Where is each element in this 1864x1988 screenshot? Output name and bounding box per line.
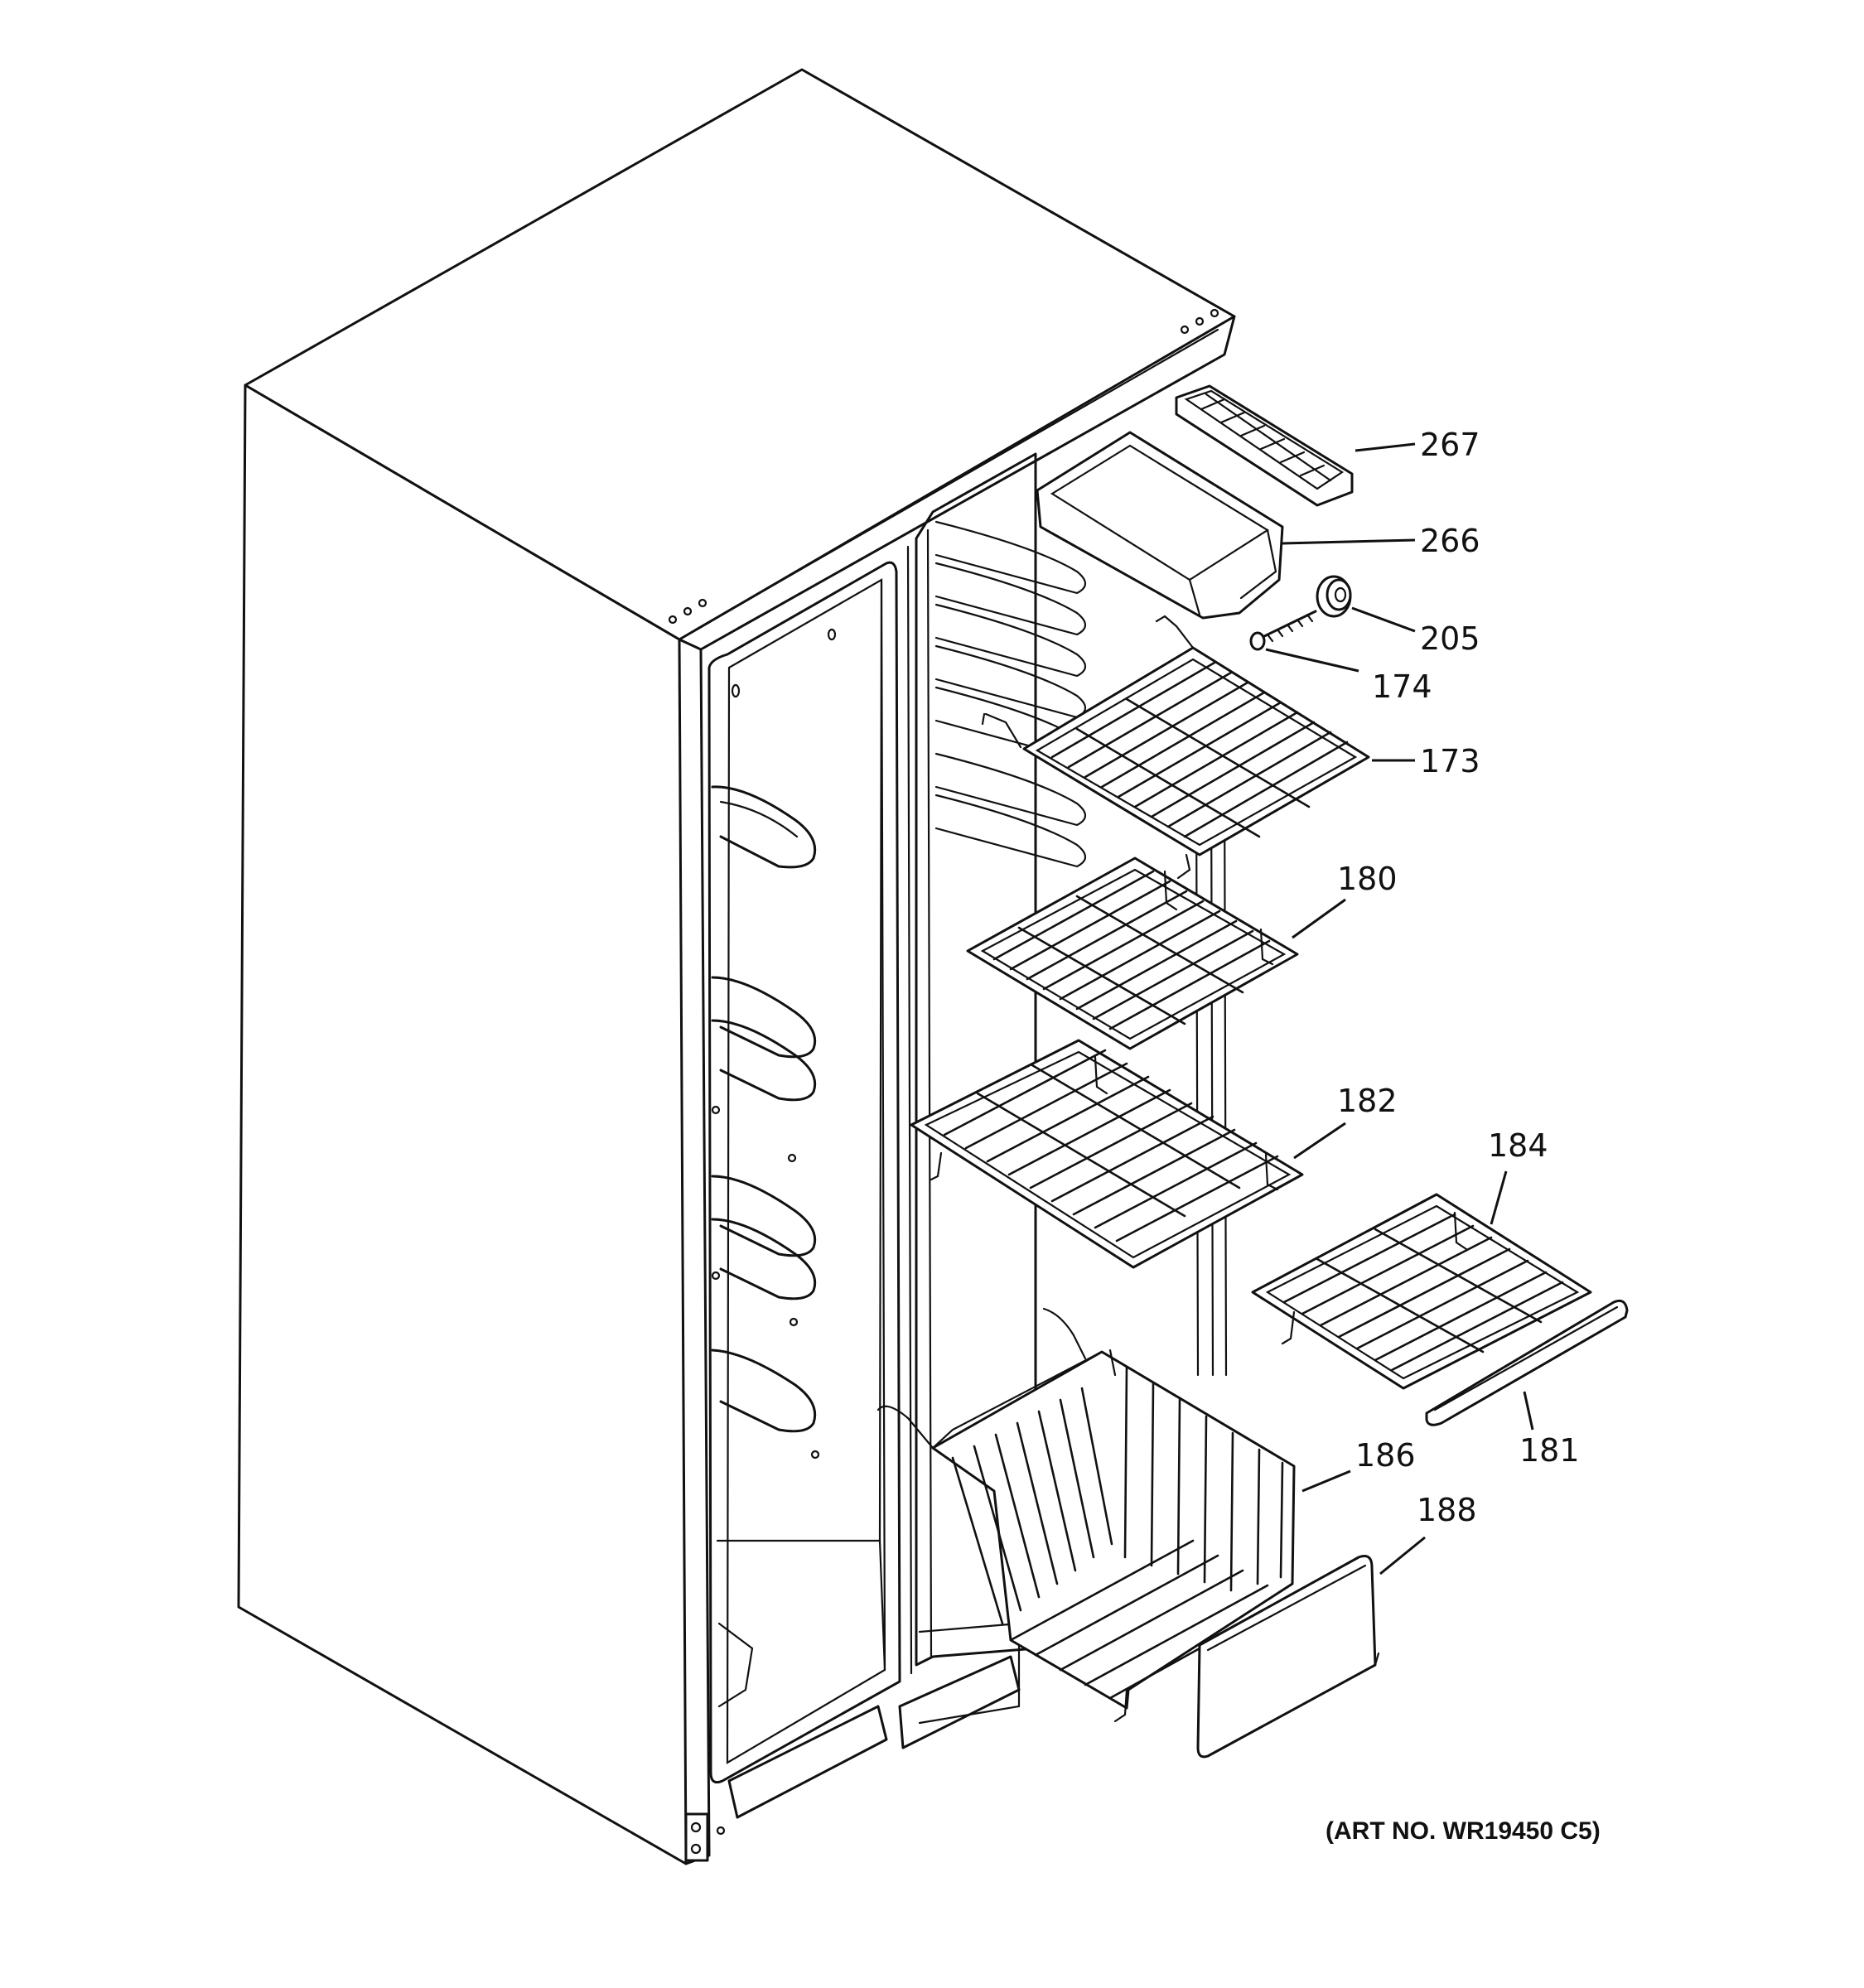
freezer-shelf-top: [981, 615, 1370, 880]
freezer-shelf-180: [966, 856, 1299, 1050]
spacer: [1316, 575, 1352, 618]
leader-181: [1523, 1391, 1534, 1431]
cabinet-left-side: [237, 384, 688, 1865]
cabinet-front-rim: [699, 315, 1236, 651]
shelf-trim-181: [1425, 1299, 1629, 1426]
callout-173: 173: [1420, 743, 1480, 779]
freezer-shelf-182: [910, 1039, 1304, 1269]
fresh-food-liner: [707, 561, 901, 1784]
leader-lines: [1265, 442, 1534, 1575]
freezer-bottom-pan: [898, 1655, 1021, 1749]
leader-182: [1293, 1122, 1346, 1160]
callout-labels: 267 266 205 174 173 180 182 184 181 186 …: [1337, 427, 1580, 1528]
liner-holes: [711, 628, 837, 1460]
ice-tray: [1175, 384, 1354, 507]
leader-267: [1355, 442, 1416, 452]
art-number: (ART NO. WR19450 C5): [1326, 1817, 1601, 1845]
fresh-food-bottom-pan: [727, 1705, 888, 1819]
leader-266: [1282, 538, 1416, 545]
bottom-hinge: [684, 1812, 726, 1862]
cabinet-rivets: [668, 308, 1219, 625]
door-shelf-184: [1251, 1193, 1592, 1390]
callout-182: 182: [1337, 1083, 1398, 1119]
leader-180: [1292, 898, 1346, 939]
leader-188: [1379, 1536, 1426, 1575]
leader-184: [1490, 1170, 1508, 1225]
callout-180: 180: [1337, 861, 1398, 897]
callout-184: 184: [1488, 1127, 1548, 1164]
leader-186: [1301, 1469, 1351, 1493]
screw: [1249, 610, 1317, 651]
callout-181: 181: [1519, 1432, 1580, 1469]
refrigerator-cabinet: [237, 68, 1236, 1865]
liner-shelf-supports: [711, 785, 817, 1433]
callout-186: 186: [1355, 1437, 1416, 1474]
leader-174: [1265, 648, 1359, 673]
callout-267: 267: [1420, 427, 1480, 463]
basket-front-188: [1196, 1555, 1380, 1759]
callout-205: 205: [1420, 620, 1480, 657]
callout-174: 174: [1372, 668, 1432, 705]
ice-bucket: [1036, 431, 1284, 620]
callout-266: 266: [1420, 523, 1480, 559]
leader-205: [1351, 606, 1416, 633]
callout-188: 188: [1417, 1492, 1477, 1528]
freezer-shelf-ribs: [934, 520, 1087, 868]
